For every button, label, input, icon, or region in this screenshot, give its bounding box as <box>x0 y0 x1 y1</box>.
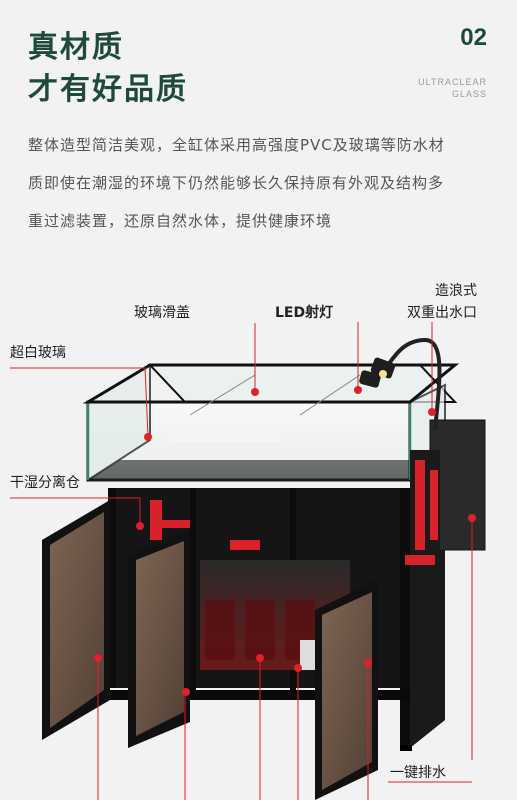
page-title-line2: 才有好品质 <box>28 72 188 107</box>
callout-wave-outlet-line1: 造浪式 <box>435 283 477 299</box>
page-title-line1: 真材质 <box>28 30 124 65</box>
section-number: 02 <box>460 24 487 51</box>
cabinet <box>42 460 445 800</box>
description-line3: 重过滤装置，还原自然水体，提供健康环境 <box>28 212 333 230</box>
tagline-line2: GLASS <box>451 89 487 99</box>
callout-led-light: LED射灯 <box>275 305 334 321</box>
left-door-glass <box>50 512 104 728</box>
callout-dots <box>94 386 476 696</box>
description-line2: 质即使在潮湿的环境下仍然能够长久保持原有外观及结构多 <box>28 174 445 192</box>
callout-glass-cover: 玻璃滑盖 <box>134 305 190 321</box>
callout-ultra-clear-glass: 超白玻璃 <box>10 345 66 361</box>
callout-leaders <box>10 322 473 800</box>
callout-one-key-drain: 一键排水 <box>390 765 446 781</box>
section-tagline: ULTRACLEAR GLASS <box>418 76 487 100</box>
callout-dry-wet-compartment: 干湿分离仓 <box>10 475 80 491</box>
callout-wave-outlet: 造浪式 双重出水口 <box>407 282 477 322</box>
aquarium-tank <box>82 363 460 482</box>
description-line1: 整体造型简洁美观，全缸体采用高强度PVC及玻璃等防水材 <box>28 136 445 154</box>
tagline-line1: ULTRACLEAR <box>418 77 487 87</box>
callout-wave-outlet-line2: 双重出水口 <box>407 305 477 321</box>
led-spotlight <box>359 337 442 431</box>
